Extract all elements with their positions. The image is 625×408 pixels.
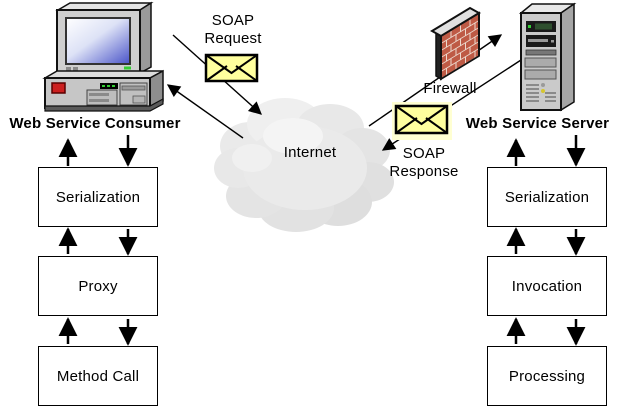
consumer-computer-icon	[42, 1, 164, 112]
server-serialization-box: Serialization	[487, 167, 607, 227]
server-serialization-label: Serialization	[504, 188, 590, 206]
soap-response-label: SOAP Response	[389, 145, 459, 180]
consumer-methodcall-label: Method Call	[56, 367, 140, 385]
soap-response-envelope-icon	[392, 102, 452, 140]
server-title: Web Service Server	[465, 115, 610, 132]
firewall-label: Firewall	[423, 80, 477, 97]
firewall-icon	[430, 6, 481, 81]
server-tower-icon	[518, 2, 577, 112]
arrow-response-internet-to-consumer	[166, 84, 244, 139]
server-invocation-label: Invocation	[511, 277, 583, 295]
soap-request-label: SOAP Request	[204, 12, 262, 47]
consumer-serialization-label: Serialization	[55, 188, 141, 206]
consumer-title: Web Service Consumer	[9, 115, 181, 132]
internet-label: Internet	[283, 144, 337, 161]
consumer-proxy-label: Proxy	[78, 277, 118, 295]
consumer-proxy-box: Proxy	[38, 256, 158, 316]
server-processing-label: Processing	[508, 367, 586, 385]
consumer-methodcall-box: Method Call	[38, 346, 158, 406]
server-processing-box: Processing	[487, 346, 607, 406]
soap-request-envelope-icon	[204, 53, 259, 83]
internet-cloud	[214, 98, 394, 232]
consumer-serialization-box: Serialization	[38, 167, 158, 227]
server-invocation-box: Invocation	[487, 256, 607, 316]
